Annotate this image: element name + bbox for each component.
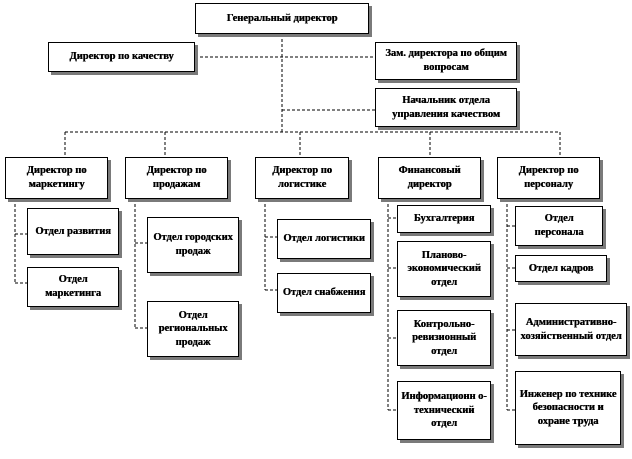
finance-director-box: Финансовый директор bbox=[378, 157, 481, 199]
dept-planning-economic-label: Планово-экономический отдел bbox=[407, 249, 481, 288]
dept-city-sales-box: Отдел городских продаж bbox=[147, 217, 239, 273]
dept-hr-records-label: Отдел кадров bbox=[528, 262, 594, 274]
dept-marketing-label: Отдел маркетинга bbox=[45, 274, 101, 299]
ceo-box: Генеральный директор bbox=[195, 3, 369, 34]
dept-city-sales-label: Отдел городских продаж bbox=[153, 232, 233, 257]
logistics-director-box: Директор по логистике bbox=[255, 157, 349, 199]
safety-engineer-label: Инженер по технике безопасности и охране… bbox=[519, 388, 617, 427]
dept-personnel-label: Отдел персонала bbox=[534, 213, 584, 238]
dept-logistics-label: Отдел логистики bbox=[283, 233, 365, 245]
logistics-director-label: Директор по логистике bbox=[272, 165, 332, 190]
quality-head-box: Начальник отдела управления качеством bbox=[375, 88, 517, 127]
dept-development-box: Отдел развития bbox=[27, 208, 119, 255]
dept-supply-label: Отдел снабжения bbox=[282, 287, 366, 299]
dept-personnel-box: Отдел персонала bbox=[515, 206, 603, 246]
safety-engineer-box: Инженер по технике безопасности и охране… bbox=[515, 371, 621, 445]
finance-director-label: Финансовый директор bbox=[398, 165, 461, 190]
dept-it-box: Информационн о-технический отдел bbox=[397, 381, 491, 440]
dept-marketing-box: Отдел маркетинга bbox=[27, 267, 119, 307]
quality-head-label: Начальник отдела управления качеством bbox=[392, 94, 500, 120]
quality-director-box: Директор по качеству bbox=[48, 42, 195, 72]
dept-hr-records-box: Отдел кадров bbox=[515, 255, 607, 282]
dept-audit-label: Контрольно-ревизионный отдел bbox=[411, 318, 477, 357]
sales-director-label: Директор по продажам bbox=[146, 165, 207, 190]
dept-supply-box: Отдел снабжения bbox=[277, 273, 371, 313]
dept-development-label: Отдел развития bbox=[35, 225, 111, 237]
deputy-general-box: Зам. директора по общим вопросам bbox=[375, 42, 517, 80]
hr-director-box: Директор по персоналу bbox=[497, 157, 600, 199]
dept-regional-sales-label: Отдел региональных продаж bbox=[158, 309, 228, 348]
dept-admin-box: Административно-хозяйственный отдел bbox=[515, 303, 627, 356]
marketing-director-box: Директор по маркетингу bbox=[5, 157, 108, 199]
dept-regional-sales-box: Отдел региональных продаж bbox=[147, 301, 239, 357]
ceo-label: Генеральный директор bbox=[226, 12, 338, 24]
dept-it-label: Информационн о-технический отдел bbox=[401, 391, 487, 430]
marketing-director-label: Директор по маркетингу bbox=[26, 165, 87, 190]
dept-audit-box: Контрольно-ревизионный отдел bbox=[397, 310, 491, 366]
dept-accounting-box: Бухгалтерия bbox=[397, 205, 491, 233]
sales-director-box: Директор по продажам bbox=[125, 157, 228, 199]
dept-accounting-label: Бухгалтерия bbox=[413, 213, 475, 225]
deputy-general-label: Зам. директора по общим вопросам bbox=[385, 48, 507, 73]
dept-planning-economic-box: Планово-экономический отдел bbox=[397, 241, 491, 297]
hr-director-label: Директор по персоналу bbox=[518, 165, 579, 190]
quality-director-label: Директор по качеству bbox=[69, 51, 174, 63]
dept-admin-label: Административно-хозяйственный отдел bbox=[520, 316, 622, 342]
dept-logistics-box: Отдел логистики bbox=[277, 219, 371, 259]
